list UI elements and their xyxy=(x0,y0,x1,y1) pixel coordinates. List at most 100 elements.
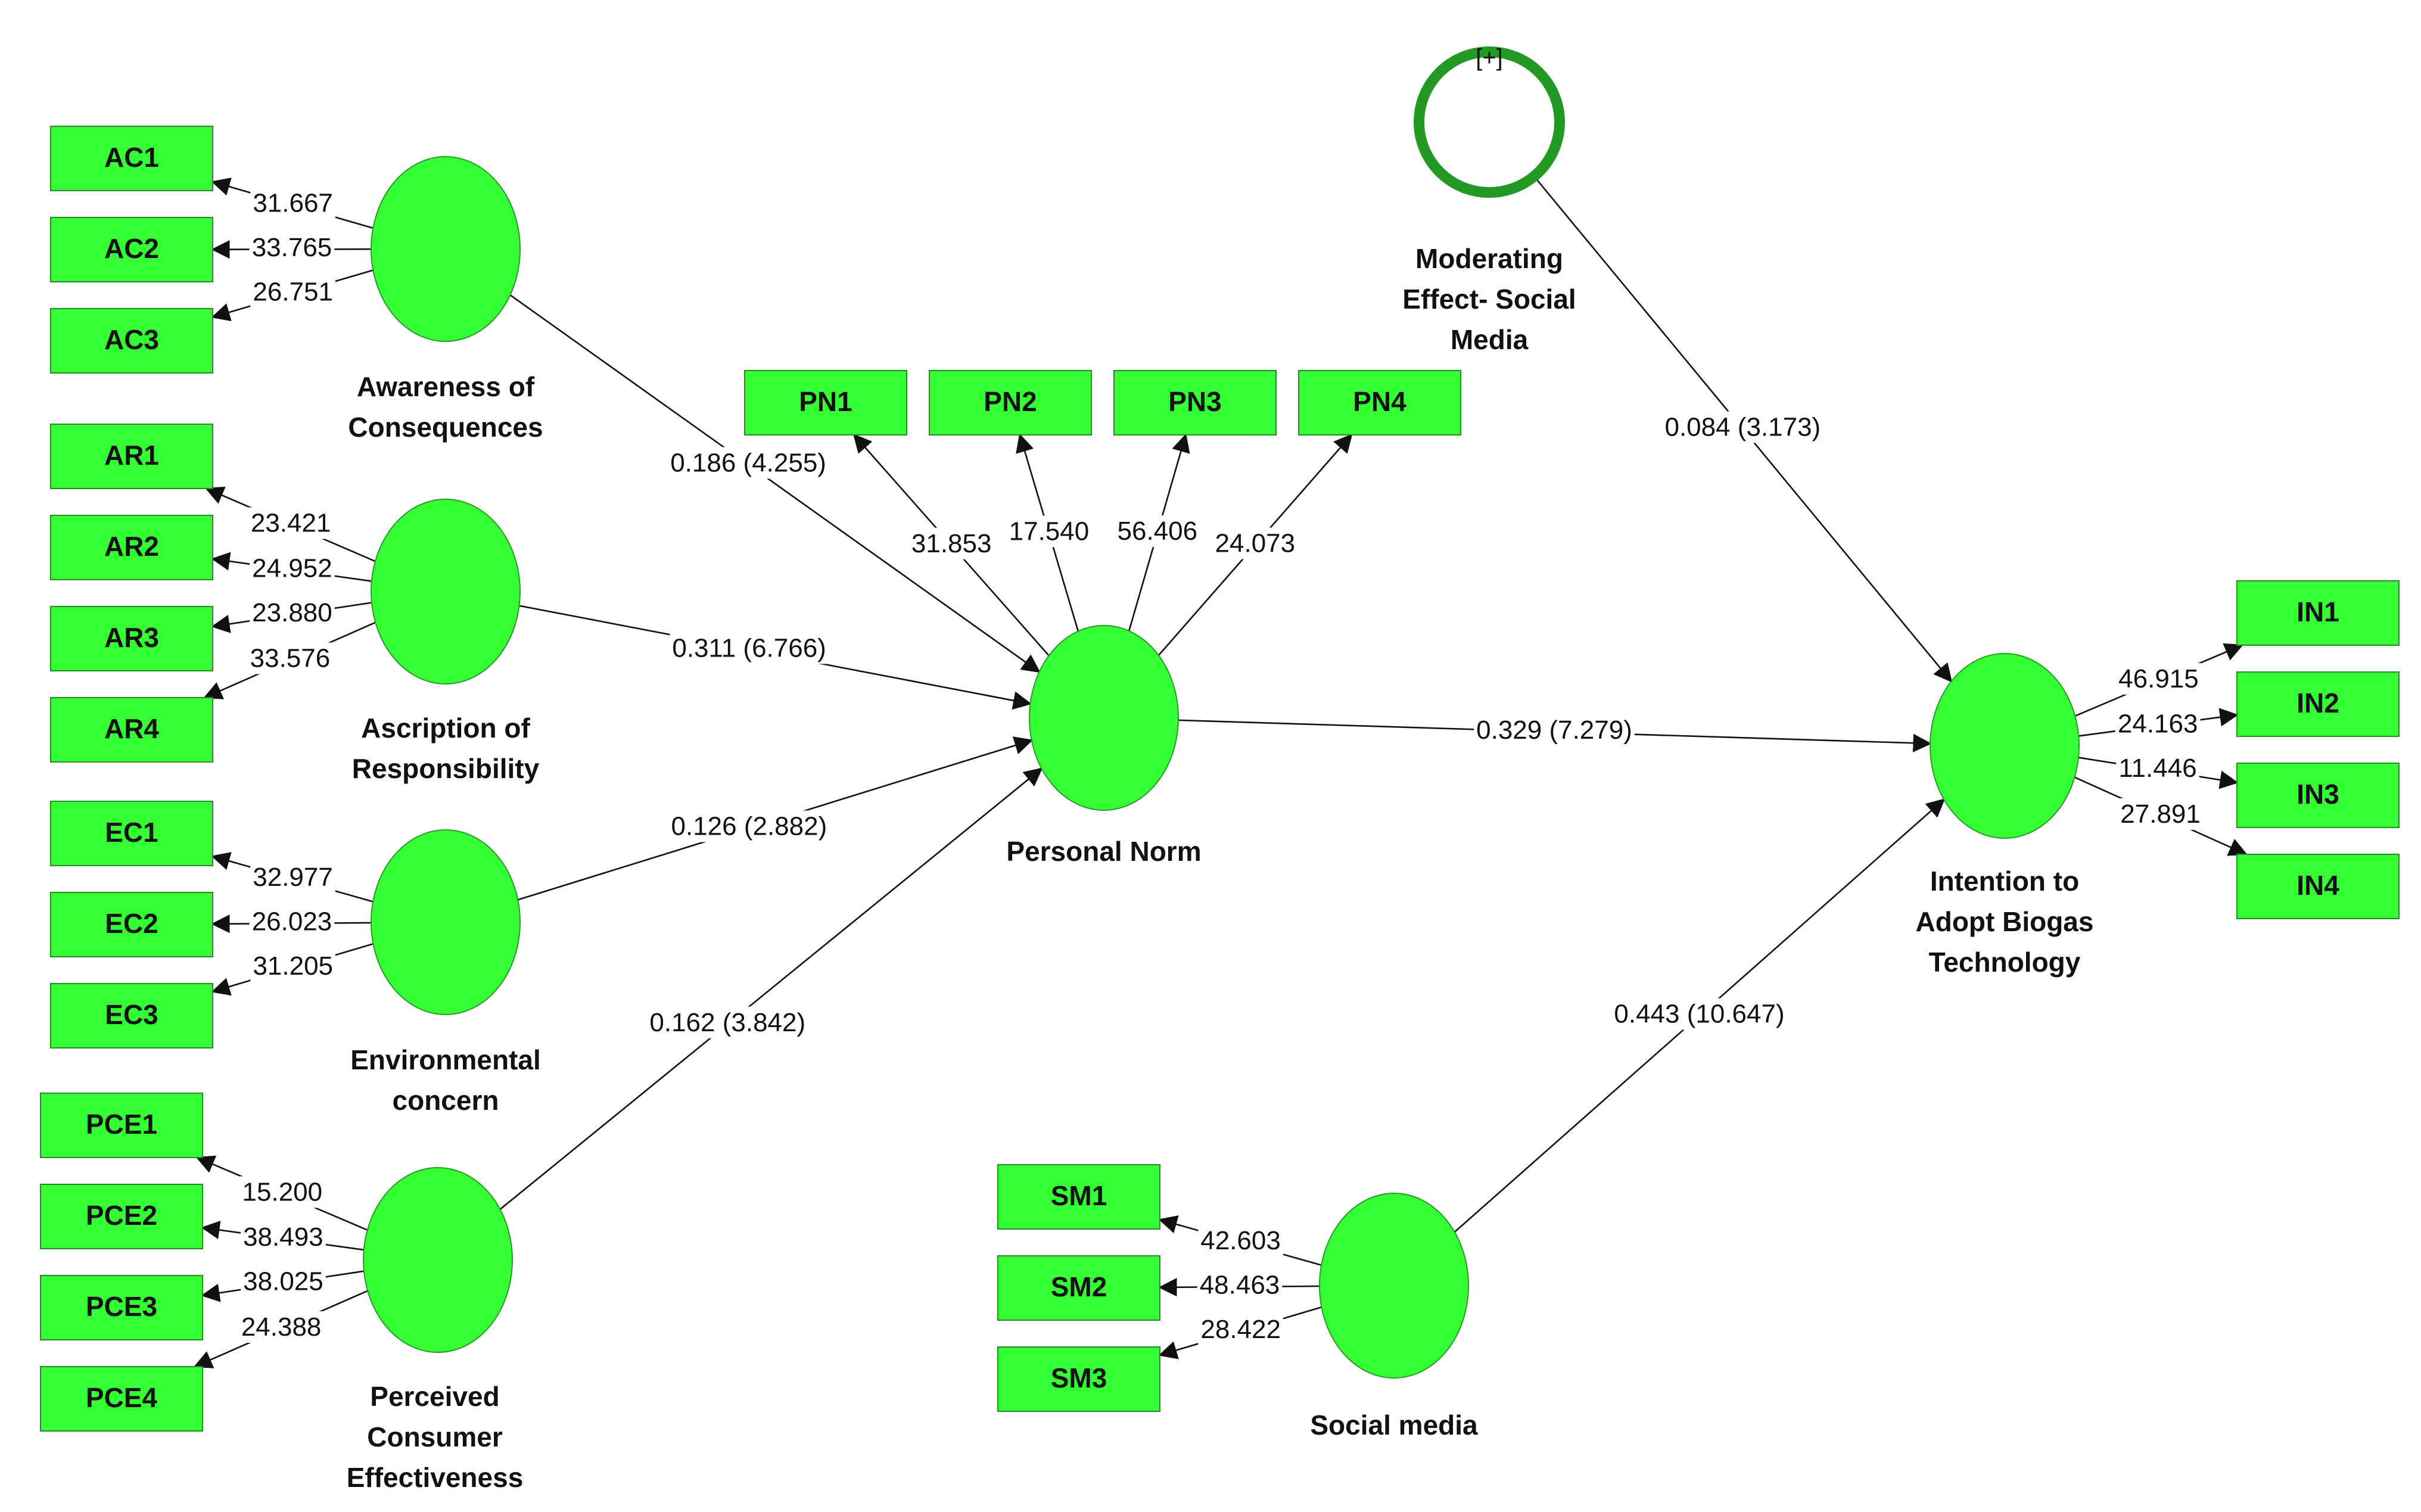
indicator-in3[interactable]: IN3 xyxy=(2236,763,2400,828)
indicator-ar3[interactable]: AR3 xyxy=(50,606,213,671)
indicator-pn4[interactable]: PN4 xyxy=(1298,370,1461,435)
construct-environmental[interactable] xyxy=(371,829,521,1015)
loading-label-ac3-group: 26.751 xyxy=(250,276,335,308)
indicator-label-pn3: PN3 xyxy=(1168,386,1221,417)
indicator-ac1[interactable]: AC1 xyxy=(50,126,213,191)
indicator-label-in2: IN2 xyxy=(2296,687,2339,718)
construct-moderating-effect[interactable] xyxy=(1414,46,1565,198)
loading-label-ar2: 24.952 xyxy=(252,553,332,583)
indicator-pn1[interactable]: PN1 xyxy=(744,370,907,435)
loading-label-pce3-bg xyxy=(241,1265,326,1298)
loading-label-ac3: 26.751 xyxy=(253,278,333,307)
loading-label-ar1-bg xyxy=(248,507,334,539)
loading-label-ac1-group: 31.667 xyxy=(250,187,335,219)
indicator-label-ar2: AR2 xyxy=(104,531,159,562)
indicator-box-in2 xyxy=(2236,671,2400,737)
construct-awareness[interactable] xyxy=(371,156,521,342)
loading-label-sm1: 42.603 xyxy=(1200,1226,1281,1255)
path-label-awareness-pn-group: 0.186 (4.255) xyxy=(668,447,829,479)
loading-label-in4: 27.891 xyxy=(2120,799,2201,829)
path-label-pn-intention-bg xyxy=(1474,714,1635,746)
indicator-pce4[interactable]: PCE4 xyxy=(40,1366,203,1432)
loading-label-pn2-bg xyxy=(1006,515,1092,547)
loading-label-ec1-bg xyxy=(250,861,335,894)
loading-label-ar4-group: 33.576 xyxy=(247,642,333,674)
loading-label-sm3-bg xyxy=(1198,1313,1284,1345)
loading-label-ar1-group: 23.421 xyxy=(248,507,334,539)
loading-label-pn2: 17.540 xyxy=(1009,517,1090,546)
indicator-label-in4: IN4 xyxy=(2296,870,2339,901)
path-label-moderating-intention-group: 0.084 (3.173) xyxy=(1662,411,1823,443)
indicator-box-ar1 xyxy=(50,424,213,489)
indicator-label-sm2: SM2 xyxy=(1051,1271,1107,1302)
indicator-ec2[interactable]: EC2 xyxy=(50,892,213,957)
indicator-sm1[interactable]: SM1 xyxy=(997,1164,1160,1230)
construct-perceived[interactable] xyxy=(363,1167,513,1353)
indicator-ac2[interactable]: AC2 xyxy=(50,217,213,282)
indicator-ar2[interactable]: AR2 xyxy=(50,515,213,580)
loading-label-pce1: 15.200 xyxy=(242,1177,323,1206)
indicator-label-pce1: PCE1 xyxy=(86,1109,157,1140)
loading-label-ac1-bg xyxy=(250,187,335,219)
loading-label-pn1-group: 31.853 xyxy=(908,527,994,559)
loading-label-sm2: 48.463 xyxy=(1200,1271,1280,1300)
indicator-in4[interactable]: IN4 xyxy=(2236,854,2400,919)
loading-label-ac2-bg xyxy=(249,232,335,264)
loading-label-ec3-bg xyxy=(250,950,336,982)
path-label-pn-intention-group: 0.329 (7.279) xyxy=(1474,714,1635,746)
indicator-pce3[interactable]: PCE3 xyxy=(40,1275,203,1340)
loading-label-sm3-group: 28.422 xyxy=(1198,1313,1284,1345)
construct-ascription[interactable] xyxy=(371,499,521,685)
indicator-pn3[interactable]: PN3 xyxy=(1113,370,1277,435)
indicator-ar4[interactable]: AR4 xyxy=(50,697,213,763)
loading-label-pce1-bg xyxy=(239,1176,325,1208)
indicator-sm2[interactable]: SM2 xyxy=(997,1255,1160,1321)
loading-label-ec3: 31.205 xyxy=(253,951,333,981)
loading-label-in1-group: 46.915 xyxy=(2116,663,2201,695)
indicator-label-ec2: EC2 xyxy=(105,908,158,939)
indicator-sm3[interactable]: SM3 xyxy=(997,1346,1160,1412)
path-label-social-intention-group: 0.443 (10.647) xyxy=(1611,998,1787,1030)
loading-label-ec1-group: 32.977 xyxy=(250,861,335,894)
indicator-in2[interactable]: IN2 xyxy=(2236,671,2400,737)
indicator-box-in4 xyxy=(2236,854,2400,919)
indicator-pce2[interactable]: PCE2 xyxy=(40,1184,203,1249)
indicator-in1[interactable]: IN1 xyxy=(2236,580,2400,646)
indicator-ar1[interactable]: AR1 xyxy=(50,424,213,489)
indicator-ac3[interactable]: AC3 xyxy=(50,308,213,374)
indicator-ec3[interactable]: EC3 xyxy=(50,983,213,1049)
loading-label-pn2-group: 17.540 xyxy=(1006,515,1092,547)
indicator-label-ar4: AR4 xyxy=(104,713,159,744)
construct-personal-norm[interactable] xyxy=(1029,625,1179,811)
indicator-pce1[interactable]: PCE1 xyxy=(40,1093,203,1158)
path-label-environmental-pn: 0.126 (2.882) xyxy=(671,812,827,841)
loading-label-sm3: 28.422 xyxy=(1200,1315,1281,1344)
loading-label-pce3-group: 38.025 xyxy=(241,1265,326,1298)
indicator-ec1[interactable]: EC1 xyxy=(50,801,213,866)
indicator-box-pn2 xyxy=(929,370,1092,435)
indicator-box-ec2 xyxy=(50,892,213,957)
indicator-box-ar3 xyxy=(50,606,213,671)
expand-plus-icon[interactable]: [+] xyxy=(1476,45,1503,71)
path-label-ascription-pn-group: 0.311 (6.766) xyxy=(670,632,829,664)
path-label-moderating-intention: 0.084 (3.173) xyxy=(1664,412,1821,441)
loading-label-sm2-bg xyxy=(1197,1269,1283,1301)
loading-label-pn1-bg xyxy=(908,527,994,559)
loading-label-ar4-bg xyxy=(247,642,333,674)
indicator-box-sm3 xyxy=(997,1346,1160,1412)
path-arrow-awareness-pn xyxy=(509,294,1041,673)
indicator-box-pce4 xyxy=(40,1366,203,1432)
loading-label-in3-group: 11.446 xyxy=(2116,752,2199,785)
indicator-pn2[interactable]: PN2 xyxy=(929,370,1092,435)
construct-intention[interactable] xyxy=(1930,653,2080,839)
indicator-label-ac1: AC1 xyxy=(104,142,159,173)
loading-label-pce4: 24.388 xyxy=(241,1312,322,1342)
path-label-social-intention-bg xyxy=(1611,998,1787,1030)
construct-social-media[interactable] xyxy=(1319,1193,1469,1379)
loading-label-in4-group: 27.891 xyxy=(2118,798,2203,830)
